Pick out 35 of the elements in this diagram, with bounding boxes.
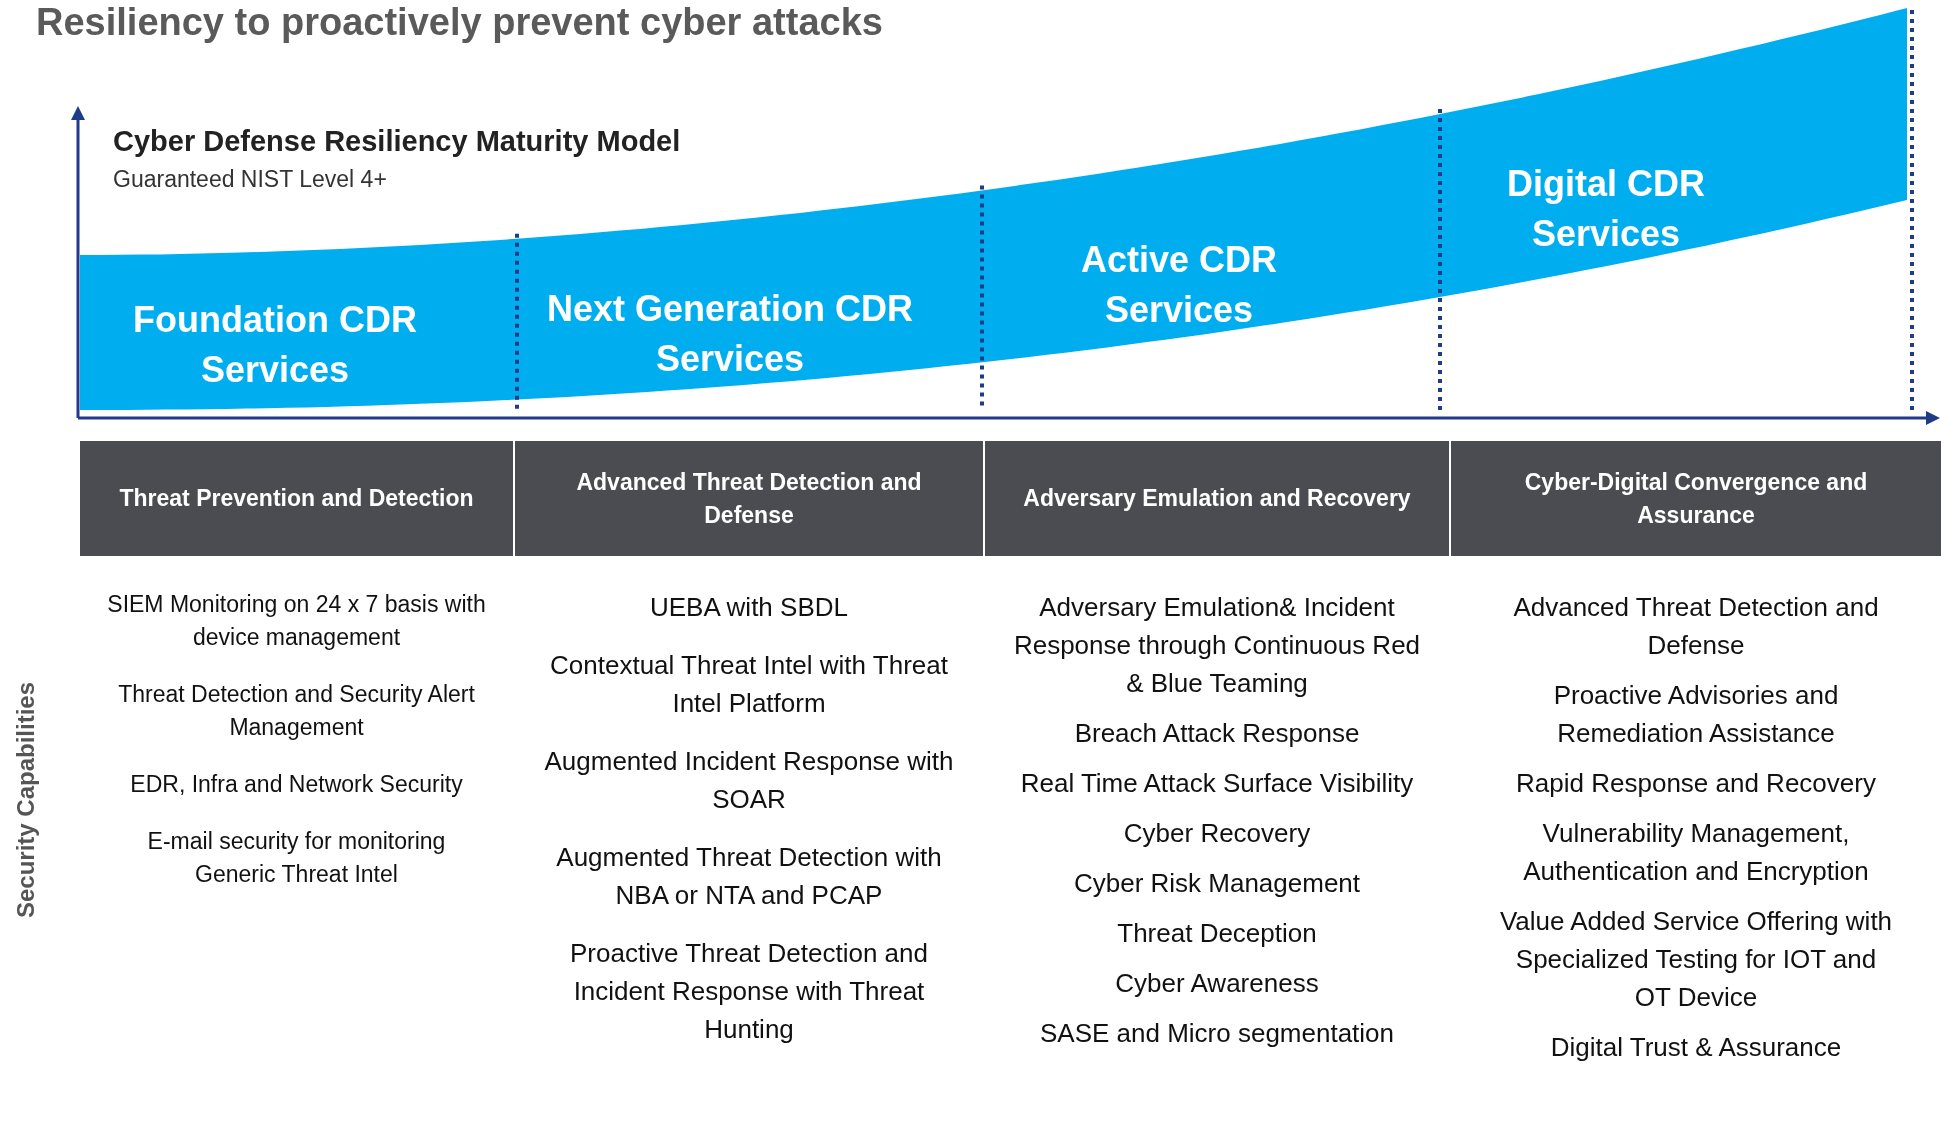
capability-text: Breach Attack Response [1074,717,1360,750]
capability-text: Rapid Response and Recovery [1516,767,1876,800]
capability-text: Cyber Awareness [1115,967,1319,1000]
capability-text: Cyber Recovery [1123,817,1311,850]
capability-text: Proactive Advisories and Remediation Assistance [1552,679,1840,750]
capability-text: Advanced Threat Detection and Defense [1512,591,1880,662]
capability-text: Real Time Attack Surface Visibility [1020,767,1414,800]
subheading: Guaranteed NIST Level 4+ [113,165,387,194]
capability-text: Vulnerability Management, Authentication and Encryption [1522,817,1870,888]
category-header: Adversary Emulation and Recovery [985,441,1449,556]
capability-text: Adversary Emulation& Incident Response through Continuous Red & Blue Teaming [1012,591,1422,700]
capability-text: UEBA with SBDL [650,591,848,624]
capability-text: Threat Detection and Security Alert Management [117,680,476,742]
capability-text: Digital Trust & Assurance [1550,1031,1842,1064]
category-header: Threat Prevention and Detection [80,441,513,556]
capability-text: SIEM Monitoring on 24 x 7 basis with device management [106,590,487,652]
capability-text: Augmented Threat Detection with NBA or NTA and PCAP [555,841,943,912]
stage-label: Next Generation CDR Services [530,284,930,384]
capability-text: Threat Deception [1117,917,1317,950]
axis-label: Security Capabilities [11,681,40,919]
capability-text: E-mail security for monitoring Generic Threat Intel [146,827,447,889]
capability-text: Value Added Service Offering with Specialized Testing for IOT and OT Device [1498,905,1894,1014]
model-heading: Cyber Defense Resiliency Maturity Model [113,124,681,159]
title: Resiliency to proactively prevent cyber attacks [36,0,883,44]
capability-text: Cyber Risk Management [1073,867,1361,900]
capability-text: Contextual Threat Intel with Threat Intel Platform [549,649,949,720]
capability-text: SASE and Micro segmentation [1039,1017,1395,1050]
category-header: Advanced Threat Detection and Defense [515,441,983,556]
capability-text: EDR, Infra and Network Security [130,770,463,799]
capability-text: Proactive Threat Detection and Incident Response with Threat Hunting [569,937,929,1046]
stage-label: Active CDR Services [1019,235,1339,335]
category-header: Cyber-Digital Convergence and Assurance [1451,441,1941,556]
capability-text: Augmented Incident Response with SOAR [543,745,955,816]
stage-label: Digital CDR Services [1446,159,1766,259]
stage-label: Foundation CDR Services [95,295,455,395]
